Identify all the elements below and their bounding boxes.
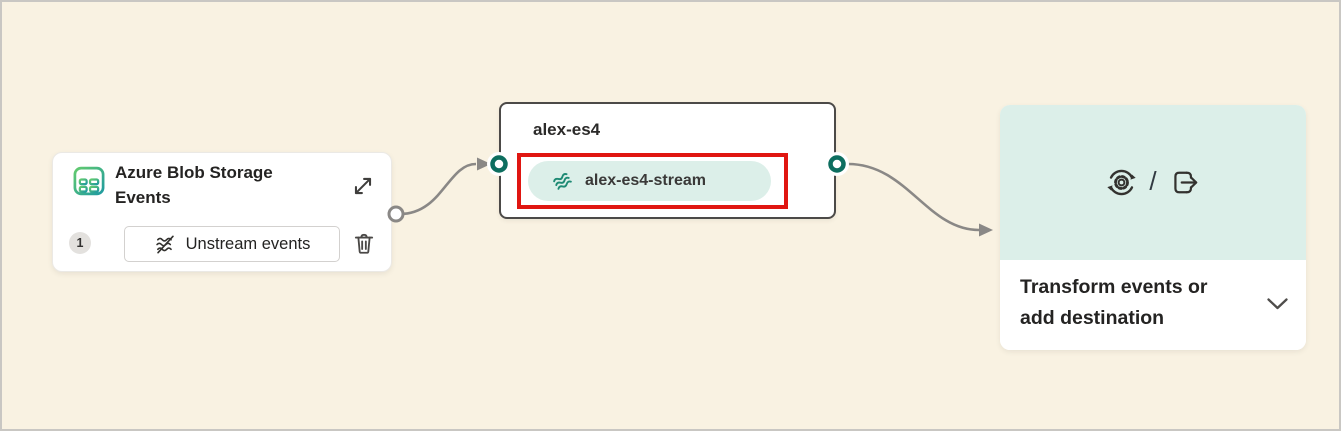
destination-label: Transform events or add destination (1020, 276, 1208, 329)
expand-icon[interactable] (350, 173, 376, 199)
unstream-button-label: Unstream events (185, 234, 311, 253)
edge-destination-arrowhead-icon (979, 223, 993, 237)
destination-placeholder-node[interactable]: / Transform events or add destination (1000, 105, 1306, 350)
gear-sync-icon (1106, 167, 1137, 198)
source-node-azure-blob-storage-events[interactable]: Azure Blob Storage Events 1 Unstream eve… (52, 152, 392, 272)
stream-node-title: alex-es4 (533, 120, 601, 139)
stream-output-port[interactable] (828, 155, 846, 173)
edge-stream-to-destination (847, 162, 980, 232)
stream-pill[interactable]: alex-es4-stream (528, 161, 771, 201)
destination-label-area: Transform events or add destination (1000, 260, 1306, 350)
chevron-down-icon[interactable] (1266, 297, 1289, 311)
output-arrow-icon (1169, 167, 1200, 198)
edge-source-to-stream (399, 162, 477, 216)
destination-icons-area: / (1000, 105, 1306, 260)
stream-pill-label: alex-es4-stream (585, 172, 706, 189)
source-node-title: Azure Blob Storage Events (115, 163, 273, 207)
unstream-events-button[interactable]: Unstream events (124, 226, 340, 262)
unstream-icon (154, 233, 177, 256)
count-badge: 1 (69, 232, 91, 254)
delete-icon[interactable] (351, 230, 377, 256)
source-output-port[interactable] (387, 205, 405, 223)
stream-input-port[interactable] (490, 155, 508, 173)
eventstream-wave-icon (551, 170, 574, 193)
azure-blob-storage-events-icon (71, 163, 107, 199)
separator-slash: / (1149, 166, 1157, 196)
stream-node-alex-es4[interactable]: alex-es4 alex-es4-stream (499, 102, 836, 219)
